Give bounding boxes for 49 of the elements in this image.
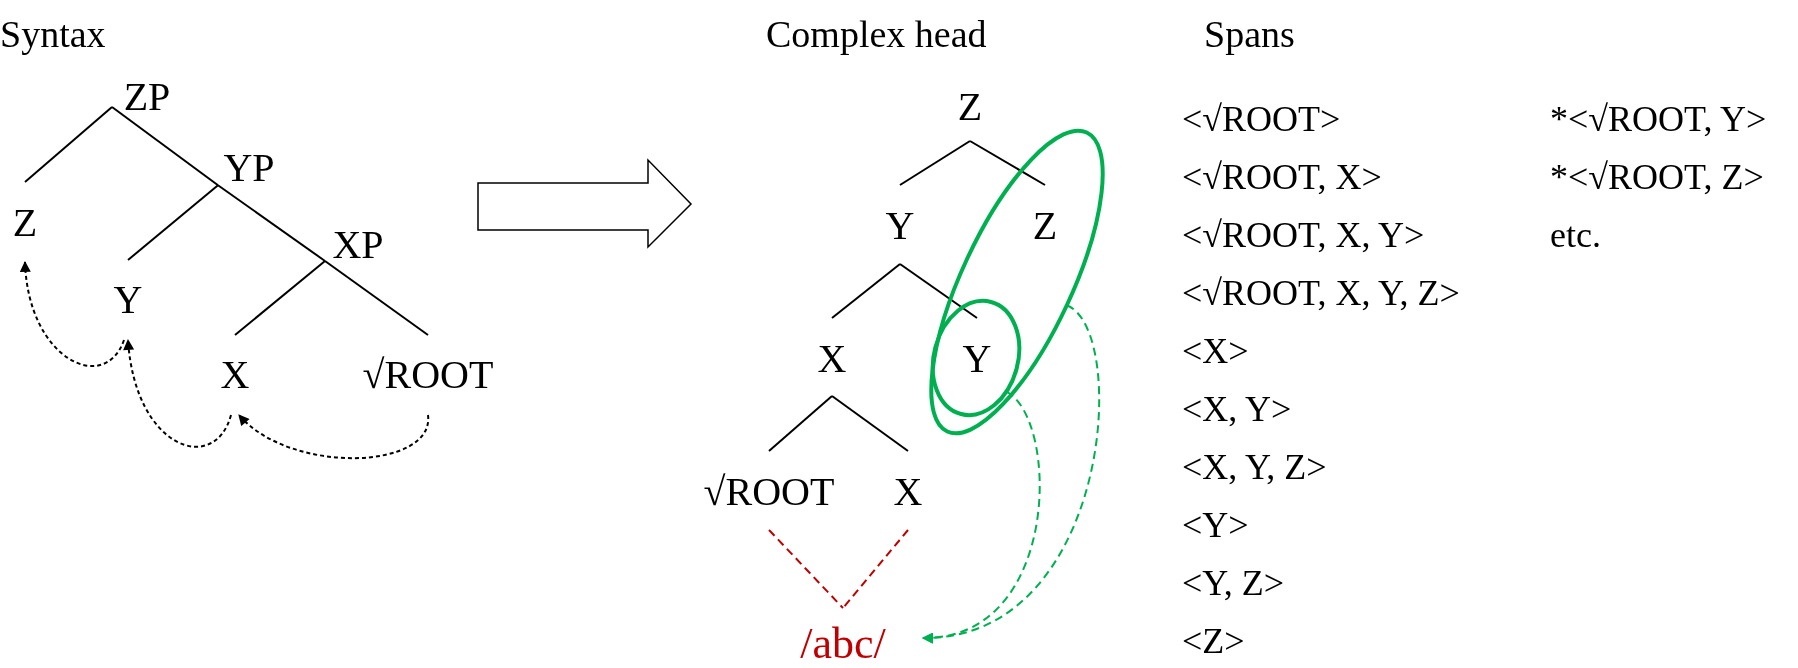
span-sequence: <√ROOT, X, Y> — [1182, 215, 1425, 255]
tree-label: √ROOT — [362, 355, 494, 395]
curved-arrow — [123, 338, 232, 448]
curved-arrow — [238, 414, 429, 460]
span-sequence: *<√ROOT, Z> — [1550, 157, 1764, 197]
span-sequence: <X, Y> — [1182, 389, 1292, 429]
span-sequence: <Y, Z> — [1182, 563, 1284, 603]
tree-label: YP — [223, 148, 275, 188]
branch-line — [127, 184, 219, 261]
tree-label: ZP — [123, 77, 171, 117]
tree-label: √ROOT — [703, 472, 835, 512]
branch-line — [899, 263, 978, 319]
curved-arrow — [20, 260, 125, 367]
section-heading: Spans — [1204, 14, 1295, 54]
branch-line — [111, 106, 219, 187]
branch-line — [969, 140, 1046, 186]
branch-line — [831, 395, 909, 452]
span-sequence: *<√ROOT, Y> — [1550, 99, 1767, 139]
branch-line — [842, 529, 909, 609]
branch-line — [234, 260, 326, 336]
span-sequence: etc. — [1550, 215, 1601, 255]
tree-label: X — [893, 472, 923, 512]
tree-label: X — [817, 339, 847, 379]
branch-line — [217, 184, 326, 262]
span-sequence: <√ROOT, X> — [1182, 157, 1382, 197]
tree-label: Z — [1032, 206, 1058, 246]
tree-label: X — [220, 355, 250, 395]
section-heading: Complex head — [766, 14, 987, 54]
branch-line — [324, 260, 429, 336]
tree-label: Y — [962, 339, 992, 379]
branch-line — [768, 529, 844, 609]
section-heading: Syntax — [0, 14, 106, 54]
branch-line — [768, 395, 833, 452]
span-sequence: <√ROOT, X, Y, Z> — [1182, 273, 1460, 313]
tree-label: XP — [332, 225, 384, 265]
span-sequence: <X> — [1182, 331, 1249, 371]
tree-label: /abc/ — [800, 622, 886, 666]
branch-line — [831, 263, 901, 319]
tree-label: Z — [957, 87, 983, 127]
branch-line — [899, 140, 971, 186]
span-sequence: <Y> — [1182, 505, 1249, 545]
span-sequence: <Z> — [1182, 621, 1245, 661]
branch-line — [24, 106, 113, 183]
curved-arrow — [921, 390, 1041, 643]
tree-label: Y — [113, 280, 143, 320]
span-sequence: <X, Y, Z> — [1182, 447, 1327, 487]
tree-label: Y — [885, 206, 915, 246]
span-sequence: <√ROOT> — [1182, 99, 1341, 139]
tree-label: Z — [12, 203, 38, 243]
